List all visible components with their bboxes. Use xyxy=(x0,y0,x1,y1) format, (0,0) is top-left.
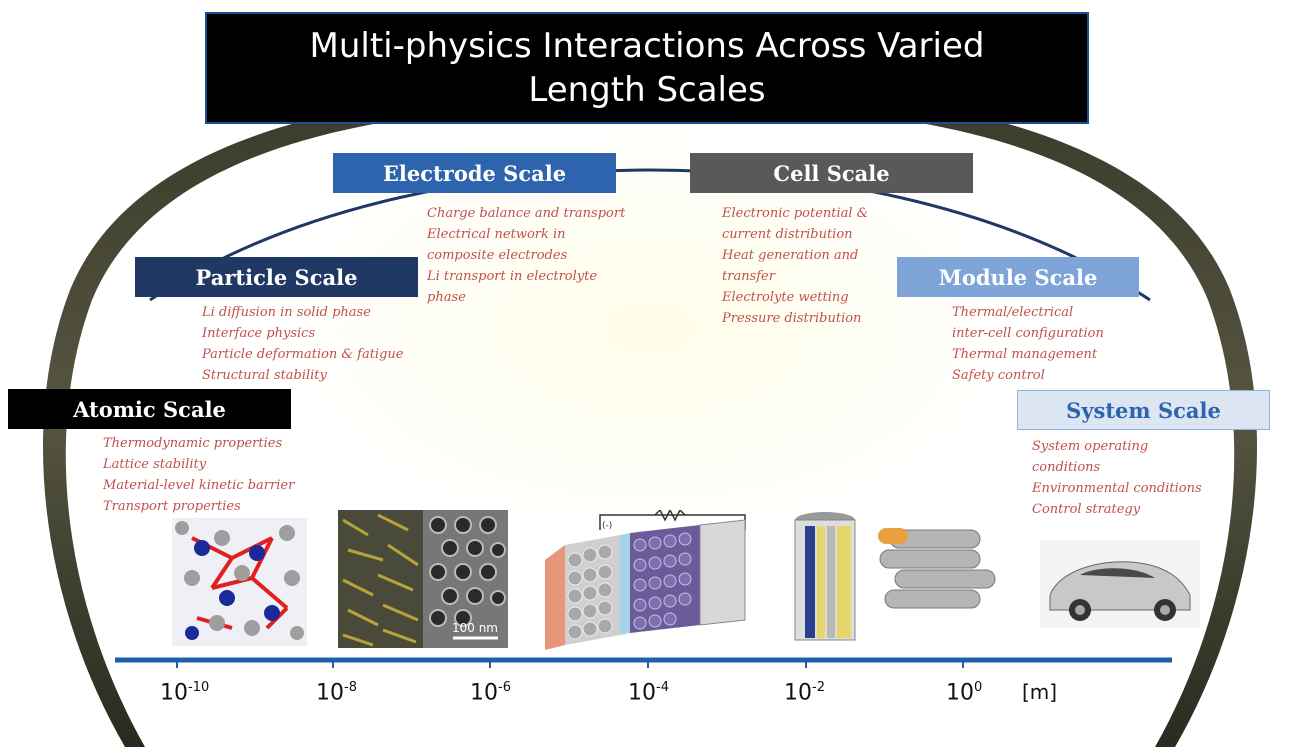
description-item: phase xyxy=(427,290,466,305)
description-item: conditions xyxy=(1032,460,1101,475)
description-item: Thermal management xyxy=(952,347,1098,362)
description-item: composite electrodes xyxy=(427,248,568,263)
axis-tick-label: 10-10 xyxy=(160,680,210,706)
system-scale-box: System Scale xyxy=(1017,390,1270,430)
electrode-scale-box: Electrode Scale xyxy=(333,153,616,193)
battery-module-image xyxy=(878,528,996,609)
atomic-scale-box: Atomic Scale xyxy=(8,389,291,429)
description-item: Li diffusion in solid phase xyxy=(202,305,371,320)
description-item: Particle deformation & fatigue xyxy=(202,347,404,362)
axis-unit-label: [m] xyxy=(1022,680,1058,704)
module-scale-label: Module Scale xyxy=(938,264,1098,290)
title-banner: Multi-physics Interactions Across Varied… xyxy=(205,12,1089,124)
description-item: transfer xyxy=(722,269,775,284)
module-scale-description: Thermal/electrical inter-cell configurat… xyxy=(952,302,1104,386)
atomic-scale-description: Thermodynamic properties Lattice stabili… xyxy=(103,433,294,517)
cell-scale-label: Cell Scale xyxy=(773,160,890,186)
scale-bar-label: 100 nm xyxy=(452,621,498,635)
module-scale-box: Module Scale xyxy=(897,257,1139,297)
description-item: Thermodynamic properties xyxy=(103,436,283,451)
title-line-1: Multi-physics Interactions Across Varied xyxy=(309,26,985,66)
cell-scale-box: Cell Scale xyxy=(690,153,973,193)
description-item: current distribution xyxy=(722,227,853,242)
electrode-scale-description: Charge balance and transport Electrical … xyxy=(427,203,625,308)
title-line-2: Length Scales xyxy=(528,70,766,110)
description-item: System operating xyxy=(1032,439,1149,454)
axis-tick-label: 10-2 xyxy=(784,680,825,706)
description-item: Pressure distribution xyxy=(722,311,862,326)
description-item: Charge balance and transport xyxy=(427,206,626,221)
atomic-scale-label: Atomic Scale xyxy=(73,396,226,422)
cell-scale-description: Electronic potential & current distribut… xyxy=(722,203,868,329)
description-item: Li transport in electrolyte xyxy=(427,269,598,284)
electrode-cell-image: (-) (+) xyxy=(545,510,746,650)
axis-tick-label: 10-4 xyxy=(628,680,669,706)
particle-scale-box: Particle Scale xyxy=(135,257,418,297)
particle-scale-label: Particle Scale xyxy=(195,264,358,290)
description-item: Control strategy xyxy=(1032,502,1141,517)
description-item: Structural stability xyxy=(202,368,327,383)
system-scale-description: System operating conditions Environmenta… xyxy=(1032,436,1202,520)
length-axis xyxy=(115,657,1172,668)
particle-scale-description: Li diffusion in solid phase Interface ph… xyxy=(202,302,403,386)
atomic-lattice-image xyxy=(172,518,307,646)
particle-micrograph-image: 100 nm xyxy=(338,510,508,648)
electrode-scale-label: Electrode Scale xyxy=(382,160,567,186)
description-item: Interface physics xyxy=(202,326,316,341)
description-item: Safety control xyxy=(952,368,1045,383)
axis-tick-label: 10-6 xyxy=(470,680,511,706)
description-item: Thermal/electrical xyxy=(952,305,1074,320)
description-item: Lattice stability xyxy=(103,457,207,472)
description-item: Environmental conditions xyxy=(1032,481,1202,496)
description-item: Material-level kinetic barrier xyxy=(103,478,295,493)
system-scale-label: System Scale xyxy=(1066,397,1221,423)
description-item: inter-cell configuration xyxy=(952,326,1104,341)
description-item: Electronic potential & xyxy=(722,206,869,221)
cylindrical-cell-image xyxy=(794,512,856,641)
axis-tick-label: 10-8 xyxy=(316,680,357,706)
description-item: Electrical network in xyxy=(427,227,566,242)
description-item: Electrolyte wetting xyxy=(722,290,849,305)
description-item: Heat generation and xyxy=(722,248,859,263)
car-image xyxy=(1040,540,1200,628)
circuit-minus-label: (-) xyxy=(602,521,612,531)
description-item: Transport properties xyxy=(103,499,241,514)
axis-tick-label: 100 xyxy=(946,680,983,706)
